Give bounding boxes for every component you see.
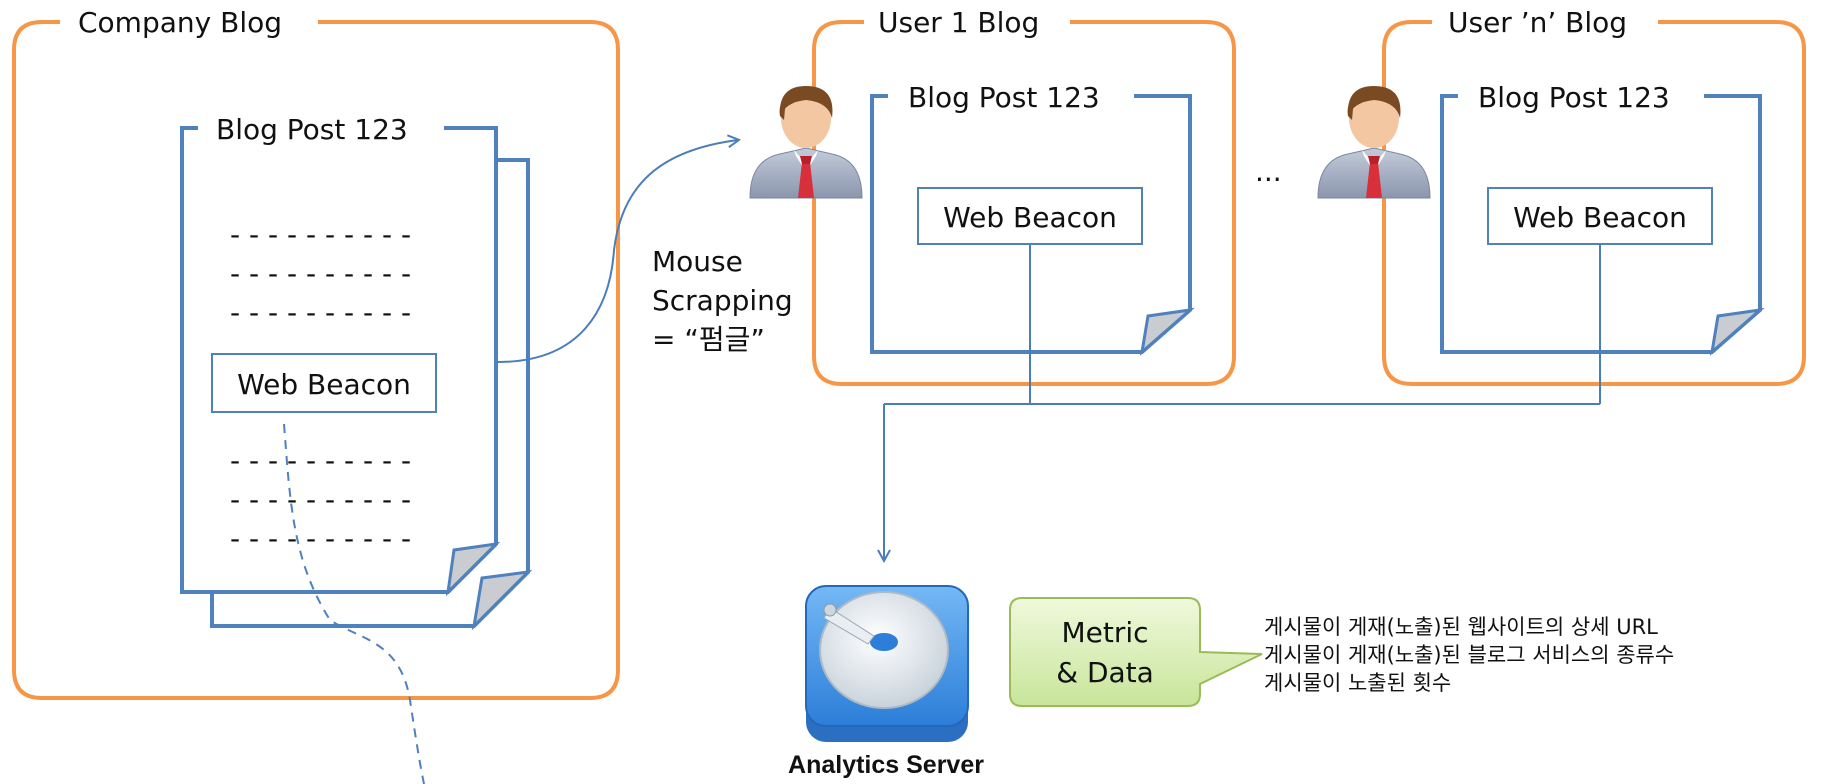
analytics-server-label: Analytics Server (788, 751, 984, 779)
company-blog-frame: Company Blog (12, 6, 620, 700)
scrap-caption: Mouse Scrapping = “펌글” (652, 245, 793, 356)
usern-web-beacon: Web Beacon (1487, 187, 1713, 245)
usern-post-title: Blog Post 123 (1478, 81, 1670, 114)
placeholder-line: - - - - - - - - - - (230, 296, 411, 329)
usern-web-beacon-label: Web Beacon (1513, 201, 1687, 234)
user1-post-title: Blog Post 123 (908, 81, 1100, 114)
placeholder-line: - - - - - - - - - - (230, 444, 411, 477)
placeholder-line: - - - - - - - - - - (230, 522, 411, 555)
beacon-dashed-trail (283, 423, 425, 784)
placeholder-line: - - - - - - - - - - (230, 218, 411, 251)
scrap-caption-line1: Mouse (652, 245, 743, 278)
usern-post-page: Blog Post 123 Web Beacon (1440, 81, 1765, 356)
placeholder-line: - - - - - - - - - - (230, 257, 411, 290)
user-avatar-icon (1317, 86, 1431, 199)
metric-callout: Metric & Data (1009, 597, 1263, 707)
scrap-caption-line2: Scrapping (652, 284, 793, 317)
company-post-page: Blog Post 123 - - - - - - - - - - - - - … (180, 113, 501, 597)
placeholder-line: - - - - - - - - - - (230, 483, 411, 516)
more-users-ellipsis: ... (1255, 155, 1282, 188)
hard-disk-icon (805, 585, 969, 742)
scrap-arrow (497, 140, 738, 363)
usern-blog-frame: User ’n’ Blog (1382, 6, 1806, 386)
usern-blog-title: User ’n’ Blog (1448, 6, 1627, 39)
metric-item: 게시물이 게재(노출)된 웹사이트의 상세 URL (1264, 615, 1658, 639)
user1-web-beacon: Web Beacon (917, 187, 1143, 245)
user-avatar-icon (749, 86, 863, 199)
beacon-connector (884, 244, 1601, 560)
user1-blog-title: User 1 Blog (878, 6, 1039, 39)
company-web-beacon-label: Web Beacon (237, 368, 411, 401)
user1-web-beacon-label: Web Beacon (943, 201, 1117, 234)
metrics-list: 게시물이 게재(노출)된 웹사이트의 상세 URL 게시물이 게재(노출)된 블… (1264, 615, 1674, 695)
company-blog-title: Company Blog (78, 6, 282, 39)
callout-line1: Metric (1061, 616, 1148, 649)
user1-post-page: Blog Post 123 Web Beacon (870, 81, 1195, 356)
callout-line2: & Data (1056, 656, 1154, 689)
user1-blog-frame: User 1 Blog (812, 6, 1236, 386)
company-web-beacon: Web Beacon (211, 353, 437, 413)
scrap-caption-line3: = “펌글” (652, 323, 765, 356)
metric-item: 게시물이 노출된 횟수 (1264, 671, 1451, 695)
metric-item: 게시물이 게재(노출)된 블로그 서비스의 종류수 (1264, 643, 1674, 667)
company-post-title: Blog Post 123 (216, 113, 408, 146)
